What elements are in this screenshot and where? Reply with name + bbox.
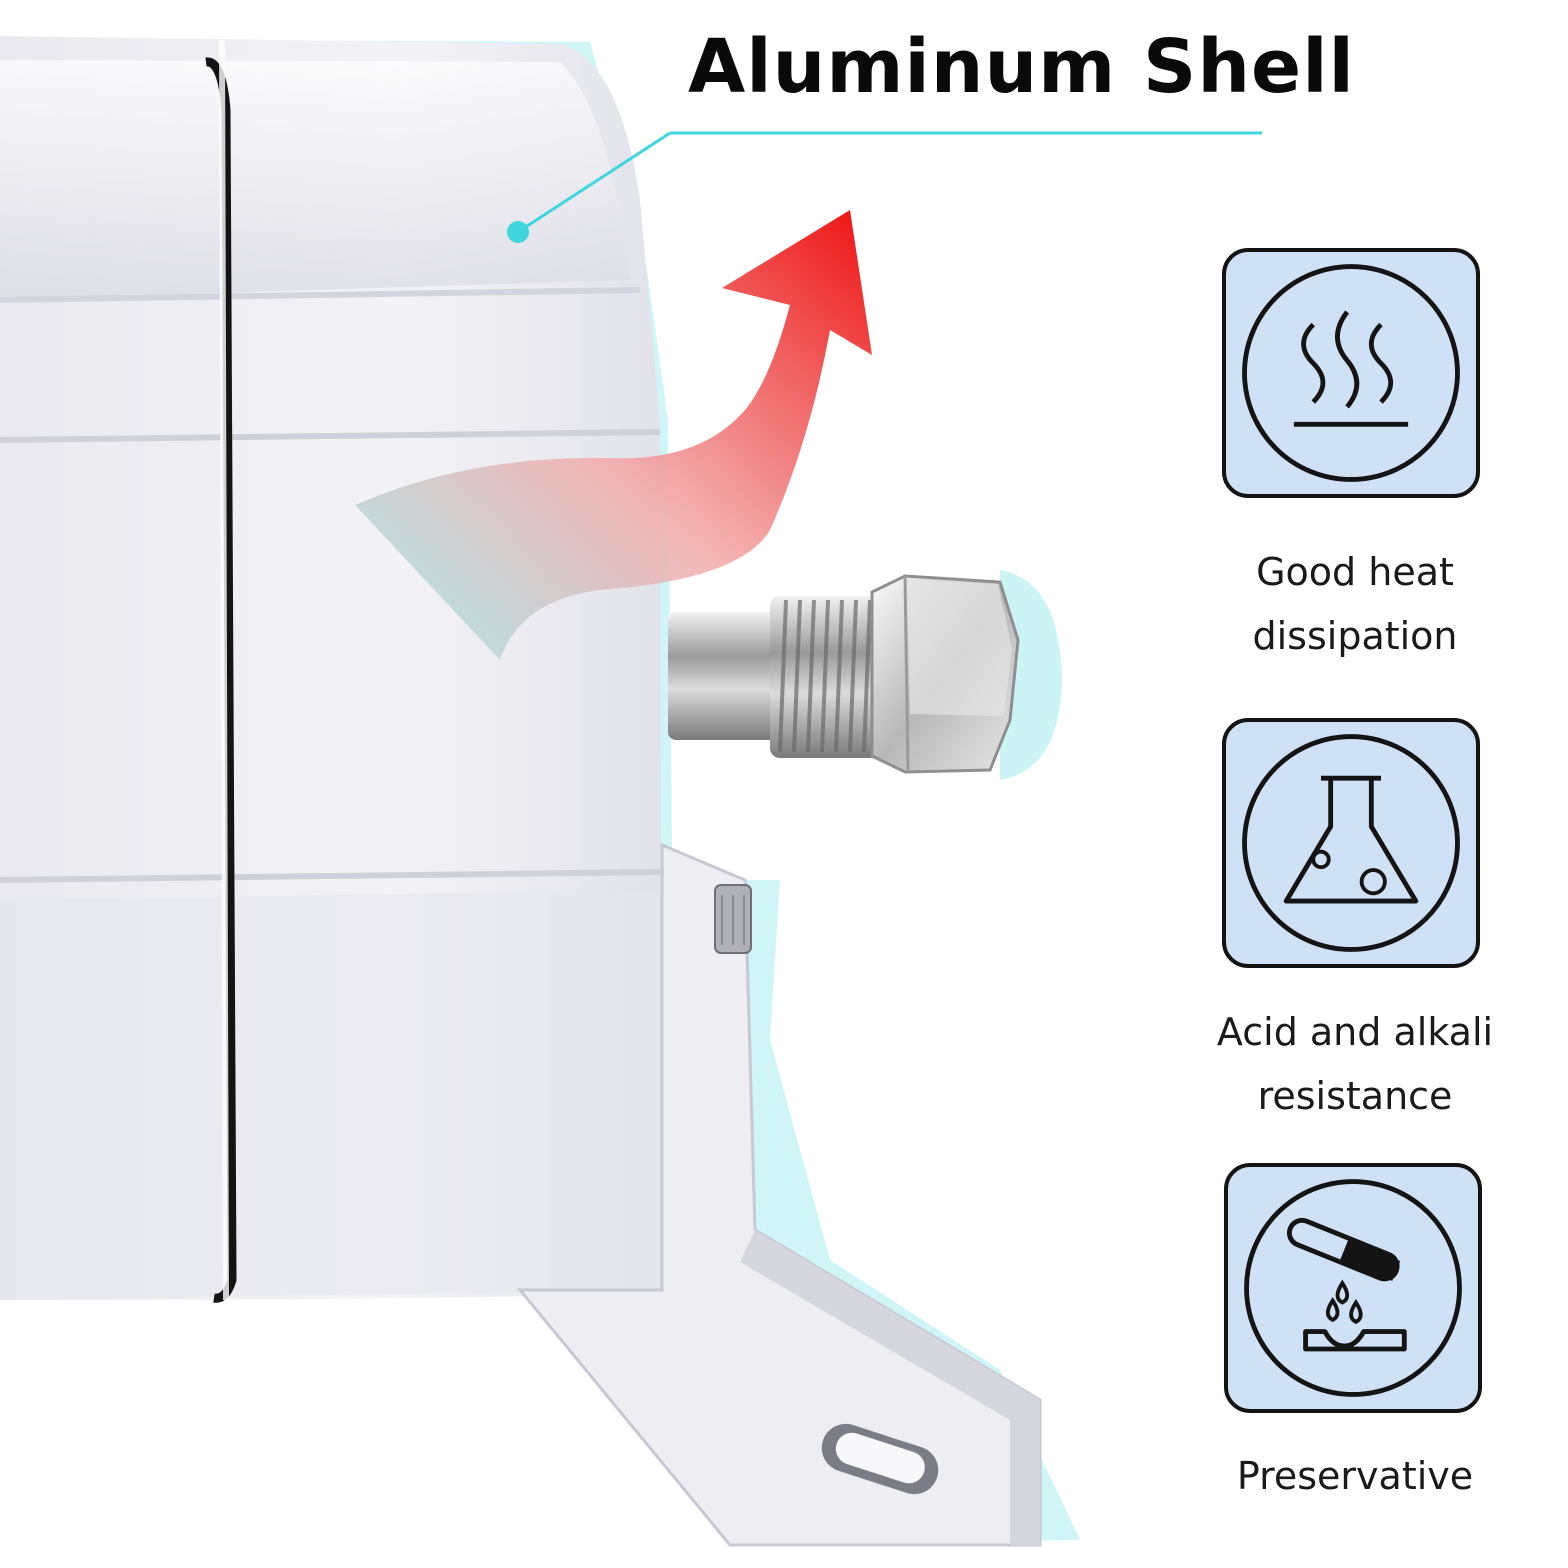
motor-shaft-bolt <box>668 574 1020 774</box>
feature-caption-heat: Good heat dissipation <box>1200 540 1510 668</box>
mounting-bracket <box>516 842 1042 1547</box>
caption-line: Acid and alkali <box>1216 1010 1494 1054</box>
callout-leader <box>507 131 1262 243</box>
motor-housing <box>0 36 662 1303</box>
feature-tile-preservative <box>1224 1163 1482 1413</box>
caption-line: Preservative <box>1236 1454 1474 1498</box>
heat-waves-icon <box>1242 264 1460 482</box>
feature-tile-acid <box>1222 718 1480 968</box>
caption-line: Good heat <box>1256 550 1454 594</box>
flask-icon <box>1242 734 1460 952</box>
feature-caption-acid: Acid and alkali resistance <box>1200 1000 1510 1128</box>
heat-flow-arrow <box>355 210 872 660</box>
feature-caption-preservative: Preservative <box>1200 1444 1510 1508</box>
caption-line: resistance <box>1257 1074 1453 1118</box>
headline: Aluminum Shell <box>688 24 1355 110</box>
corrosion-drop-icon <box>1244 1179 1462 1397</box>
caption-line: dissipation <box>1252 614 1458 658</box>
feature-tile-heat <box>1222 248 1480 498</box>
